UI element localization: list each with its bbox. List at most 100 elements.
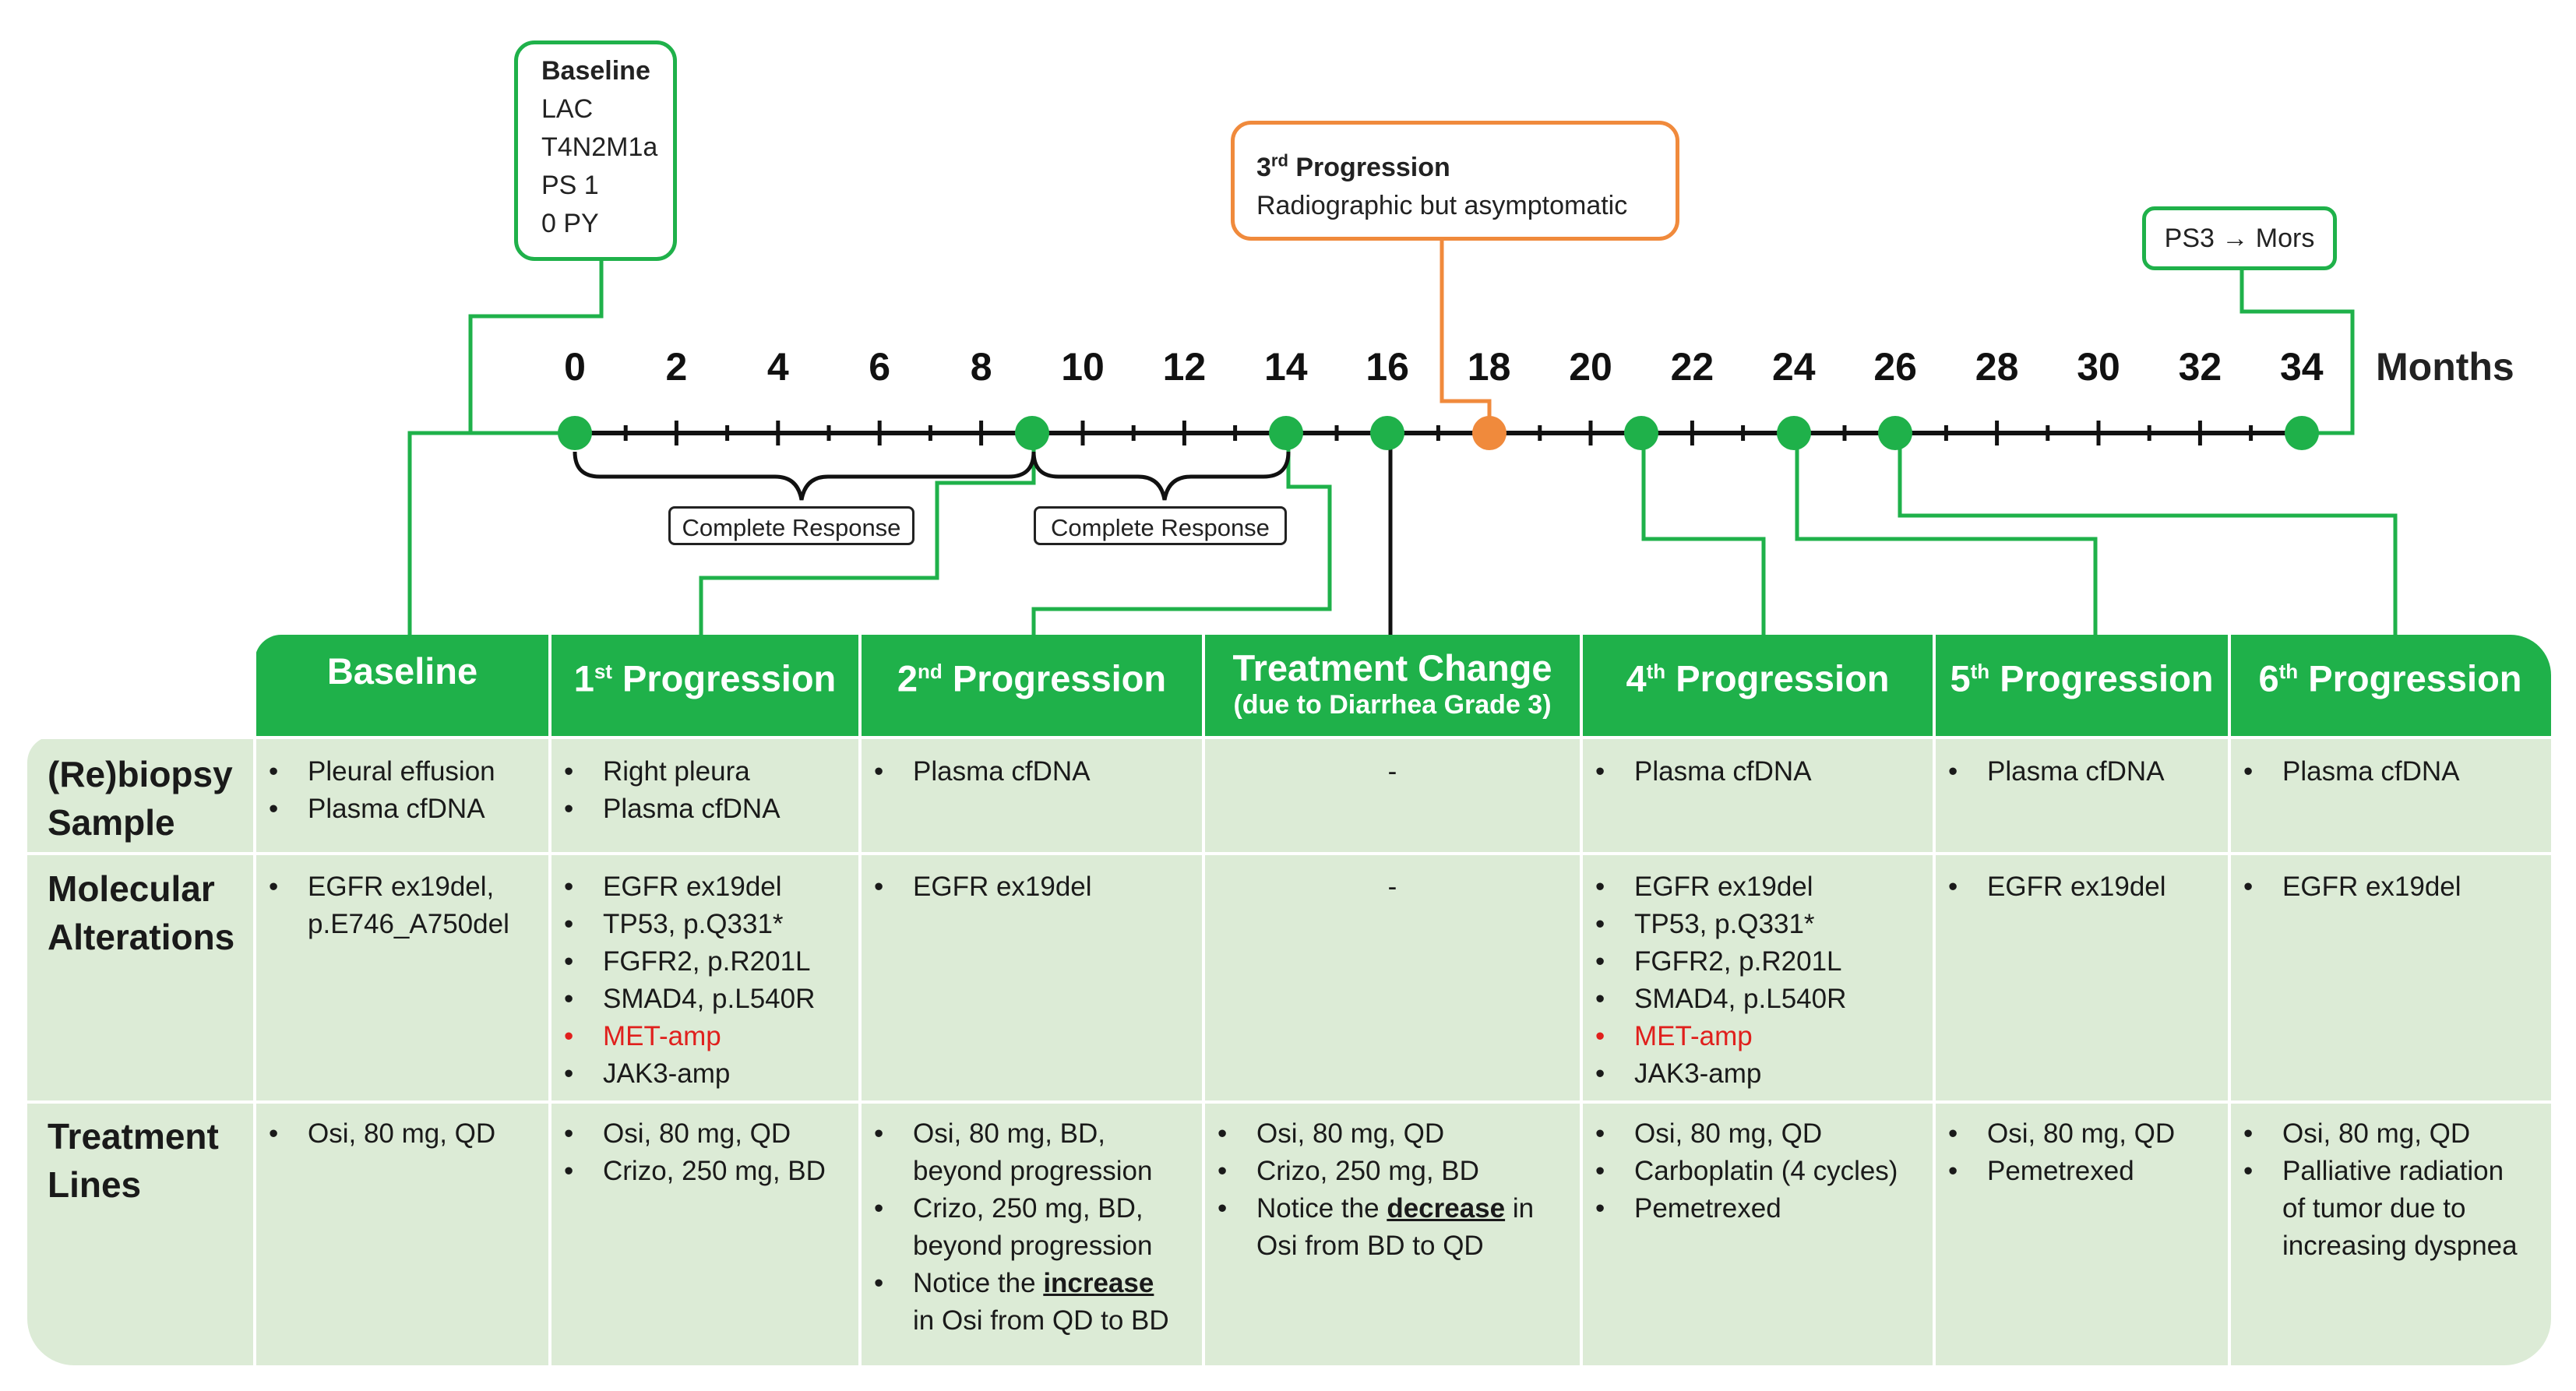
list-item: EGFR ex19del [1595, 868, 1927, 906]
baseline-callout-ps: PS 1 [541, 171, 599, 200]
list-item: TP53, p.Q331* [564, 906, 857, 943]
tick-label: 0 [564, 345, 586, 389]
p6-column-connector [1898, 433, 2398, 635]
biopsy-p2: Plasma cfDNA [871, 753, 1198, 791]
baseline-callout-pack-years: 0 PY [541, 209, 599, 238]
biopsy-p5: Plasma cfDNA [1945, 753, 2225, 791]
event-marker [1014, 416, 1049, 450]
list-item: JAK3-amp [564, 1055, 857, 1093]
end-callout-connector [2239, 268, 2355, 435]
timeline-unit-label: Months [2376, 345, 2514, 389]
column-divider [858, 635, 862, 1365]
tick-label: 24 [1771, 345, 1816, 389]
row-label-treatment: Treatment Lines [48, 1112, 219, 1209]
header-fifth-progression: 5th Progression [1934, 635, 2229, 736]
tick-label: 20 [1569, 345, 1612, 389]
baseline-callout: Baseline LAC T4N2M1a PS 1 0 PY [514, 40, 677, 261]
event-marker [2284, 416, 2319, 450]
list-item: Plasma cfDNA [1595, 753, 1927, 791]
header-p1-sup: st [594, 660, 612, 683]
header-p6-sup: th [2278, 660, 2299, 683]
list-item: EGFR ex19del,p.E746_A750del [269, 868, 546, 943]
event-marker-highlighted [1471, 416, 1506, 450]
header-p6-rest: Progression [2298, 657, 2522, 699]
table-body-background [27, 736, 2551, 1365]
empty-value: - [1387, 872, 1397, 902]
row-label-biopsy-line1: (Re)biopsy [48, 754, 233, 794]
treatment-p2: Osi, 80 mg, BD,beyond progression Crizo,… [871, 1115, 1201, 1340]
header-p5-rest: Progression [1989, 657, 2214, 699]
third-progression-ordinal-suffix: rd [1270, 151, 1288, 171]
tick-label: 22 [1670, 345, 1714, 389]
empty-value: - [1387, 756, 1397, 787]
third-progression-ordinal: 3 [1256, 153, 1271, 183]
tick-label: 30 [2077, 345, 2120, 389]
list-item: Right pleura [564, 753, 857, 791]
list-item: EGFR ex19del [1948, 868, 2225, 906]
list-item: SMAD4, p.L540R [1595, 981, 1927, 1018]
tick-label: 2 [665, 345, 688, 389]
baseline-callout-histology: LAC [541, 94, 594, 124]
list-item: Plasma cfDNA [269, 791, 546, 828]
header-p4-num: 4 [1626, 657, 1647, 699]
complete-response-brace-2 [1031, 451, 1291, 501]
tick-label: 4 [766, 345, 789, 389]
list-item-text: Notice the [913, 1268, 1044, 1298]
header-p5-sup: th [1970, 660, 1990, 683]
column-divider [548, 635, 551, 1365]
list-item-text: in Osi from QD to BD [913, 1305, 1169, 1336]
treatment-p1: Osi, 80 mg, QDCrizo, 250 mg, BD [561, 1115, 857, 1190]
row-label-molecular-line1: Molecular [48, 868, 215, 909]
list-item: Osi, 80 mg, QD [1948, 1115, 2225, 1153]
summary-table: Baseline 1st Progression 2nd Progression… [27, 635, 2551, 1365]
column-divider [2228, 635, 2231, 1365]
list-item: Plasma cfDNA [1948, 753, 2225, 791]
header-fourth-progression: 4th Progression [1581, 635, 1934, 736]
row-label-molecular-line2: Alterations [48, 917, 235, 957]
list-item: Osi, 80 mg, QD [1595, 1115, 1931, 1153]
header-p1-num: 1 [573, 657, 594, 699]
column-divider [1580, 635, 1583, 1365]
p4-column-connector [1641, 433, 1766, 635]
molecular-p5: EGFR ex19del [1945, 868, 2225, 906]
list-item: Pleural effusion [269, 753, 546, 791]
molecular-baseline: EGFR ex19del,p.E746_A750del [266, 868, 546, 943]
list-item: Palliative radiation of tumor due to incre… [2243, 1153, 2551, 1265]
list-item-text: Palliative radiation [2282, 1156, 2504, 1186]
tick-label: 28 [1975, 345, 2019, 389]
header-p2-rest: Progression [942, 657, 1167, 699]
column-divider [1202, 635, 1205, 1365]
row-label-treatment-line1: Treatment [48, 1116, 219, 1157]
list-item: Pemetrexed [1595, 1190, 1931, 1227]
header-sixth-progression: 6th Progression [2229, 635, 2551, 736]
list-item-text: in [1505, 1193, 1535, 1224]
list-item-text: increasing dyspnea [2282, 1231, 2518, 1261]
end-callout-text: PS3 → Mors [2164, 224, 2315, 253]
list-item-text: p.E746_A750del [308, 909, 509, 939]
biopsy-p1: Right pleuraPlasma cfDNA [561, 753, 857, 828]
header-tc-sub: (due to Diarrhea Grade 3) [1233, 690, 1552, 720]
list-item: EGFR ex19del [2243, 868, 2548, 906]
header-p5-num: 5 [1950, 657, 1971, 699]
list-item: Osi, 80 mg, QD [564, 1115, 857, 1153]
molecular-p4: EGFR ex19del TP53, p.Q331* FGFR2, p.R201… [1592, 868, 1927, 1093]
row-label-biopsy-line2: Sample [48, 802, 175, 843]
event-marker [1878, 416, 1913, 450]
complete-response-label-2: Complete Response [1034, 506, 1287, 545]
list-item: Osi, 80 mg, QD [1218, 1115, 1577, 1153]
tick-label: 14 [1263, 345, 1308, 389]
treatment-p5: Osi, 80 mg, QDPemetrexed [1945, 1115, 2225, 1190]
header-p4-sup: th [1646, 660, 1666, 683]
biopsy-p4: Plasma cfDNA [1592, 753, 1927, 791]
list-item: EGFR ex19del [564, 868, 857, 906]
p1-column-connector [699, 433, 1036, 635]
list-item-text: of tumor due to [2282, 1193, 2466, 1224]
list-item: Osi, 80 mg, BD,beyond progression [874, 1115, 1201, 1190]
list-item: FGFR2, p.R201L [1595, 943, 1927, 981]
table-header-bar [255, 635, 2551, 736]
tick-label: 32 [2178, 345, 2222, 389]
list-item: EGFR ex19del [874, 868, 1198, 906]
list-item: Crizo, 250 mg, BD,beyond progression [874, 1190, 1201, 1265]
